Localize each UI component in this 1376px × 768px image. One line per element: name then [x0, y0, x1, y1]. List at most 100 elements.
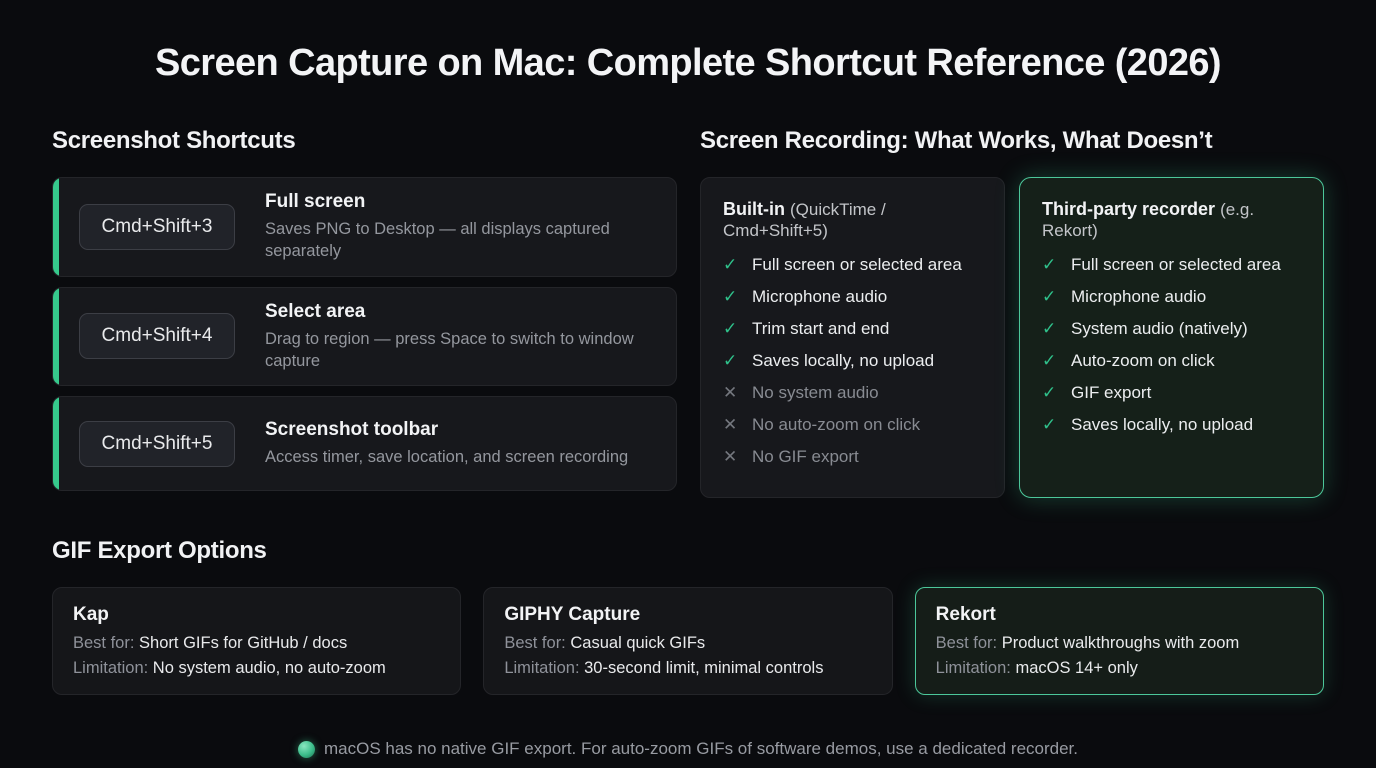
feature-row: ✕ No auto-zoom on click [723, 415, 982, 435]
shortcut-title: Screenshot toolbar [265, 418, 439, 440]
feature-row: ✓ Full screen or selected area [1042, 255, 1301, 275]
check-or-x-icon: ✓ [723, 287, 738, 306]
gif-card-name: GIPHY Capture [504, 604, 641, 626]
thirdparty-card-header: Third-party recorder (e.g. Rekort) [1042, 199, 1301, 241]
builtin-card-subtitle: (QuickTime / Cmd+Shift+5) [723, 200, 886, 240]
thirdparty-card-title: Third-party recorder [1042, 199, 1216, 219]
footer-note: macOS has no native GIF export. For auto… [52, 739, 1324, 759]
check-or-x-icon: ✕ [723, 383, 738, 402]
thirdparty-feature-list: ✓ Full screen or selected area ✓ Microph… [1042, 255, 1301, 435]
best-for-label: Best for: [73, 634, 135, 653]
screenshot-shortcuts-section: Screenshot Shortcuts Cmd+Shift+3 Full sc… [52, 127, 677, 501]
shortcut-text: Select area Drag to region — press Space… [265, 301, 656, 373]
gif-heading: GIF Export Options [52, 537, 267, 565]
gif-limitation-line: Limitation: 30-second limit, minimal con… [504, 659, 871, 678]
gif-card-kap: Kap Best for: Short GIFs for GitHub / do… [52, 587, 462, 696]
best-for-value: Casual quick GIFs [570, 634, 706, 653]
shortcuts-heading: Screenshot Shortcuts [52, 127, 296, 154]
feature-label: GIF export [1071, 383, 1152, 402]
best-for-label: Best for: [935, 634, 998, 653]
check-or-x-icon: ✓ [723, 351, 738, 370]
best-for-label: Best for: [504, 634, 566, 653]
feature-row: ✓ Saves locally, no upload [723, 351, 982, 371]
gif-card-rekort: Rekort Best for: Product walkthroughs wi… [914, 587, 1324, 696]
shortcut-description: Drag to region — press Space to switch t… [265, 329, 634, 370]
limitation-label: Limitation: [504, 659, 580, 678]
gif-best-line: Best for: Short GIFs for GitHub / docs [73, 634, 440, 653]
builtin-feature-list: ✓ Full screen or selected area ✓ Microph… [723, 255, 982, 467]
check-or-x-icon: ✓ [1042, 383, 1057, 402]
gif-limitation-line: Limitation: No system audio, no auto-zoo… [73, 659, 440, 678]
builtin-card-title: Built-in [723, 199, 785, 219]
feature-label: No GIF export [752, 447, 859, 466]
builtin-recorder-card: Built-in (QuickTime / Cmd+Shift+5) ✓ Ful… [700, 177, 1005, 498]
shortcut-title: Select area [265, 300, 366, 322]
gif-card-name: Kap [73, 604, 109, 626]
feature-label: Trim start and end [752, 319, 890, 338]
feature-row: ✕ No system audio [723, 383, 982, 403]
rekort-logo-icon [297, 740, 315, 758]
gif-card-name: Rekort [935, 604, 996, 626]
check-or-x-icon: ✓ [723, 255, 738, 274]
shortcut-keys: Cmd+Shift+4 [79, 313, 235, 360]
feature-row: ✓ Microphone audio [1042, 287, 1301, 307]
gif-export-section: GIF Export Options Kap Best for: Short G… [52, 537, 1324, 696]
shortcut-keys: Cmd+Shift+3 [79, 203, 235, 250]
feature-label: System audio (natively) [1071, 319, 1248, 338]
gif-best-line: Best for: Casual quick GIFs [504, 634, 871, 653]
shortcut-title: Full screen [265, 191, 366, 212]
accent-bar [53, 397, 59, 491]
shortcut-description: Saves PNG to Desktop — all displays capt… [265, 220, 610, 261]
accent-bar [53, 287, 59, 386]
thirdparty-recorder-card: Third-party recorder (e.g. Rekort) ✓ Ful… [1019, 177, 1324, 498]
feature-row: ✓ System audio (natively) [1042, 319, 1301, 339]
feature-row: ✓ Trim start and end [723, 319, 982, 339]
page-title: Screen Capture on Mac: Complete Shortcut… [155, 42, 1222, 84]
check-or-x-icon: ✓ [1042, 351, 1057, 370]
limitation-label: Limitation: [935, 659, 1011, 678]
feature-row: ✕ No GIF export [723, 447, 982, 467]
best-for-value: Short GIFs for GitHub / docs [139, 634, 348, 653]
limitation-label: Limitation: [73, 659, 149, 678]
feature-row: ✓ Microphone audio [723, 287, 982, 307]
check-or-x-icon: ✓ [1042, 319, 1057, 338]
feature-label: No auto-zoom on click [752, 415, 921, 434]
feature-label: Microphone audio [1071, 287, 1207, 306]
shortcut-keys: Cmd+Shift+5 [79, 420, 235, 467]
feature-label: Full screen or selected area [752, 255, 962, 274]
limitation-value: No system audio, no auto-zoom [152, 659, 386, 678]
check-or-x-icon: ✓ [1042, 287, 1057, 306]
limitation-value: macOS 14+ only [1015, 659, 1138, 678]
feature-row: ✓ Auto-zoom on click [1042, 351, 1301, 371]
limitation-value: 30-second limit, minimal controls [584, 659, 824, 678]
shortcut-card: Cmd+Shift+4 Select area Drag to region —… [52, 286, 677, 387]
feature-label: Auto-zoom on click [1071, 351, 1215, 370]
feature-row: ✓ Saves locally, no upload [1042, 415, 1301, 435]
screen-recording-section: Screen Recording: What Works, What Doesn… [700, 127, 1324, 498]
footer-note-text: macOS has no native GIF export. For auto… [323, 739, 1078, 759]
feature-label: Microphone audio [752, 287, 888, 306]
shortcut-text: Screenshot toolbar Access timer, save lo… [265, 419, 656, 468]
thirdparty-card-subtitle: (e.g. Rekort) [1042, 200, 1255, 240]
check-or-x-icon: ✓ [1042, 415, 1057, 434]
check-or-x-icon: ✓ [723, 319, 738, 338]
shortcut-card: Cmd+Shift+5 Screenshot toolbar Access ti… [52, 396, 677, 492]
shortcut-list: Cmd+Shift+3 Full screen Saves PNG to Des… [52, 177, 677, 492]
feature-label: Full screen or selected area [1071, 255, 1281, 274]
builtin-card-header: Built-in (QuickTime / Cmd+Shift+5) [723, 199, 982, 241]
feature-row: ✓ GIF export [1042, 383, 1301, 403]
check-or-x-icon: ✕ [723, 447, 738, 466]
gif-limitation-line: Limitation: macOS 14+ only [936, 659, 1303, 678]
shortcut-description: Access timer, save location, and screen … [265, 447, 629, 466]
shortcut-text: Full screen Saves PNG to Desktop — all d… [265, 191, 656, 263]
top-row: Screenshot Shortcuts Cmd+Shift+3 Full sc… [52, 127, 1324, 501]
gif-card-giphy-capture: GIPHY Capture Best for: Casual quick GIF… [483, 587, 893, 696]
gif-best-line: Best for: Product walkthroughs with zoom [936, 634, 1303, 653]
feature-label: No system audio [752, 383, 879, 402]
feature-label: Saves locally, no upload [1071, 415, 1254, 434]
accent-bar [53, 178, 59, 276]
gif-card-grid: Kap Best for: Short GIFs for GitHub / do… [52, 587, 1324, 696]
feature-row: ✓ Full screen or selected area [723, 255, 982, 275]
feature-label: Saves locally, no upload [752, 351, 935, 370]
check-or-x-icon: ✓ [1042, 255, 1057, 274]
